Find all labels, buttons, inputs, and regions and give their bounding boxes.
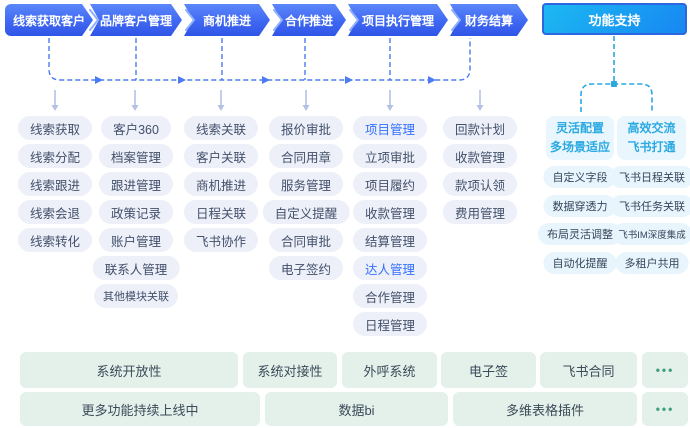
- feature-pill: 线索获取: [17, 116, 93, 140]
- flow-step-finance: 财务结算: [450, 4, 528, 36]
- feature-pill: 费用管理: [442, 200, 518, 224]
- feature-pill: 自定义提醒: [262, 200, 350, 224]
- support-pill: 飞书IM深度集成: [612, 223, 690, 245]
- support-group-header-feishu-integration: 高效交流 飞书打通: [617, 116, 686, 160]
- feature-pill: 线索会退: [17, 200, 93, 224]
- capability-box-outbound-call: 外呼系统: [342, 352, 437, 388]
- feature-pill: 其他模块关联: [94, 284, 178, 308]
- feature-pill: 账户管理: [98, 228, 174, 252]
- feature-pill: 跟进管理: [98, 172, 174, 196]
- capability-box-bitable-plugin: 多维表格插件: [453, 392, 637, 426]
- support-header-line: 灵活配置: [555, 121, 604, 136]
- support-header-line: 多场景适应: [549, 140, 610, 154]
- flow-step-cooperation: 合作推进: [272, 4, 346, 36]
- capability-box-more-features: 更多功能持续上线中: [20, 392, 260, 426]
- support-pill: 飞书任务关联: [610, 195, 690, 217]
- flow-step-brand-customer: 品牌客户管理: [90, 4, 182, 36]
- feature-pill-highlighted: 达人管理: [352, 256, 428, 280]
- feature-pill: 客户360: [101, 116, 171, 140]
- feature-pill: 回款计划: [442, 116, 518, 140]
- arrow-right-icon: [95, 76, 436, 84]
- feature-pill: 线索分配: [17, 144, 93, 168]
- arrow-down-icon: [51, 105, 484, 111]
- capability-box-data-bi: 数据bi: [265, 392, 448, 426]
- support-pill: 数据穿透力: [543, 195, 617, 217]
- capability-box-feishu-contract: 飞书合同: [540, 352, 637, 388]
- feature-pill: 收款管理: [442, 144, 518, 168]
- support-header-line: 高效交流: [627, 121, 676, 136]
- support-group-header-flexible-config: 灵活配置 多场景适应: [546, 116, 614, 160]
- feature-pill: 线索关联: [183, 116, 259, 140]
- feature-pill: 日程关联: [183, 200, 259, 224]
- feature-pill: 线索跟进: [17, 172, 93, 196]
- feature-pill: 飞书协作: [183, 228, 259, 252]
- support-pill: 布局灵活调整: [538, 223, 622, 245]
- capability-box-openness: 系统开放性: [20, 352, 238, 388]
- feature-pill: 线索转化: [17, 228, 93, 252]
- flow-step-opportunity: 商机推进: [184, 4, 270, 36]
- feature-pill: 合作管理: [352, 284, 428, 308]
- feature-pill: 客户关联: [183, 144, 259, 168]
- support-pill: 多租户共用: [615, 252, 689, 274]
- feature-pill: 项目履约: [352, 172, 428, 196]
- support-pill: 自定义字段: [543, 166, 617, 188]
- capability-box-esign: 电子签: [441, 352, 536, 388]
- feature-pill: 立项审批: [352, 144, 428, 168]
- feature-pill: 报价审批: [268, 116, 344, 140]
- feature-pill: 服务管理: [268, 172, 344, 196]
- feature-pill: 政策记录: [98, 200, 174, 224]
- more-ellipsis-icon: •••: [642, 392, 688, 426]
- feature-pill: 日程管理: [352, 312, 428, 336]
- junction-node: [611, 81, 617, 87]
- feature-pill-highlighted: 项目管理: [352, 116, 428, 140]
- flow-step-lead-acquisition: 线索获取客户: [5, 4, 93, 36]
- feature-pill: 档案管理: [98, 144, 174, 168]
- feature-pill: 联系人管理: [92, 256, 180, 280]
- feature-pill: 商机推进: [183, 172, 259, 196]
- support-title-button: 功能支持: [542, 3, 687, 35]
- support-pill: 自动化提醒: [543, 252, 617, 274]
- flow-step-project-execution: 项目执行管理: [348, 4, 448, 36]
- feature-pill: 电子签约: [268, 256, 344, 280]
- feature-pill: 合同用章: [268, 144, 344, 168]
- support-header-line: 飞书打通: [627, 140, 676, 154]
- feature-pill: 合同审批: [268, 228, 344, 252]
- feature-pill: 结算管理: [352, 228, 428, 252]
- feature-pill: 款项认领: [442, 172, 518, 196]
- more-ellipsis-icon: •••: [642, 352, 688, 388]
- support-pill: 飞书日程关联: [610, 166, 690, 188]
- feature-pill: 收款管理: [352, 200, 428, 224]
- capability-box-connectivity: 系统对接性: [243, 352, 337, 388]
